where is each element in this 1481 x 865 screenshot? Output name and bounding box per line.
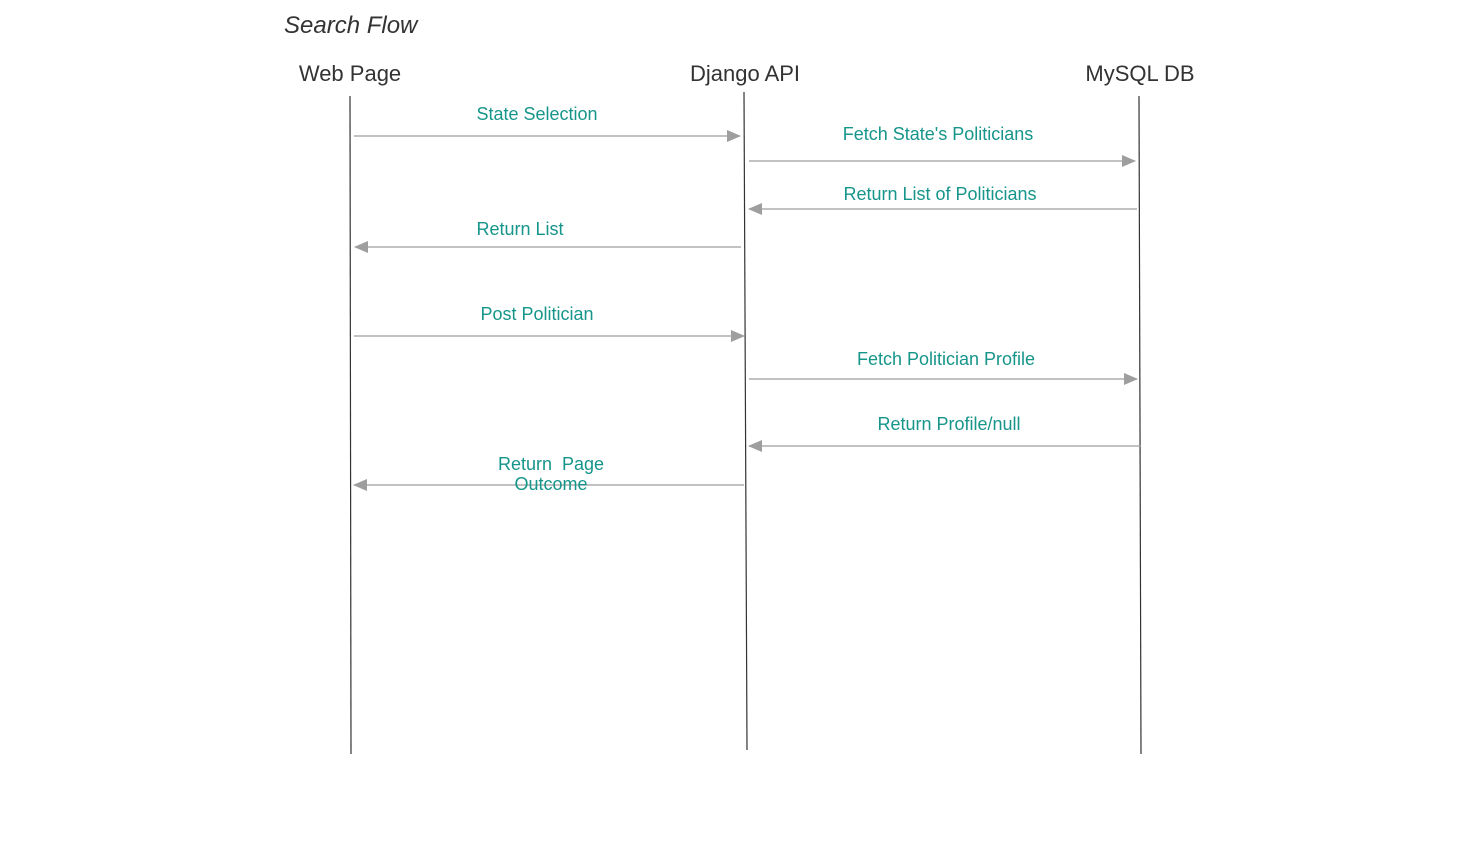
- lifeline-web-page: [349, 95, 352, 755]
- label-return-page-outcome: Return Page Outcome: [497, 454, 605, 494]
- actor-django-api: Django API: [689, 61, 801, 86]
- actor-web-page: Web Page: [298, 61, 402, 86]
- label-post-politician: Post Politician: [480, 304, 594, 324]
- label-state-selection: State Selection: [476, 104, 598, 124]
- lifeline-mysql-db: [1138, 95, 1142, 755]
- diagram-title: Search Flow: [284, 12, 418, 39]
- actor-mysql-db: MySQL DB: [1085, 61, 1195, 86]
- label-return-profile-null: Return Profile/null: [877, 414, 1021, 434]
- label-return-list-of-politicians: Return List of Politicians: [843, 184, 1037, 204]
- label-fetch-states-politicians: Fetch State's Politicians: [842, 124, 1034, 144]
- label-fetch-politician-profile: Fetch Politician Profile: [856, 349, 1036, 369]
- lifeline-django-api: [743, 91, 748, 751]
- label-return-list: Return List: [476, 219, 564, 239]
